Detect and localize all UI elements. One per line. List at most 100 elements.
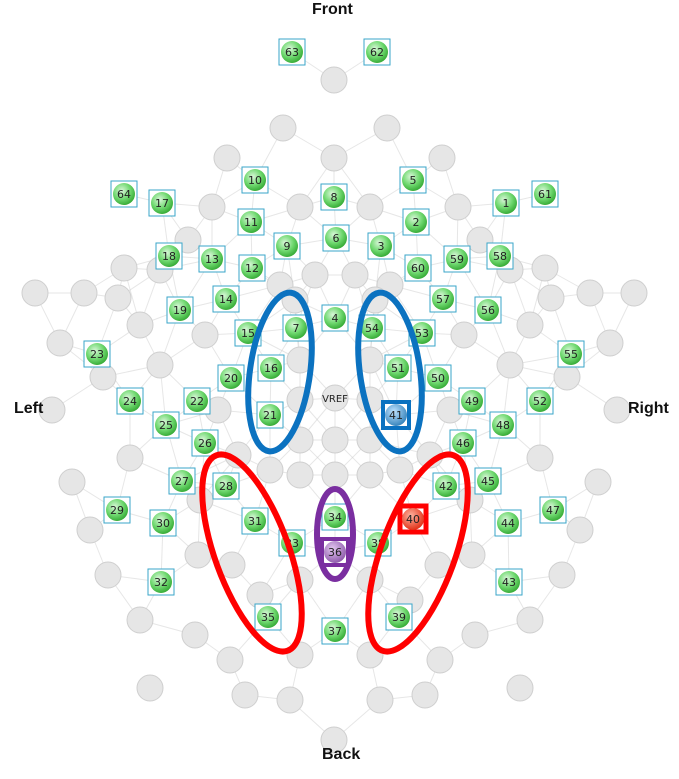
electrode-36: 36 (320, 537, 350, 567)
electrode-dot (150, 571, 172, 593)
electrode-48: 48 (489, 411, 517, 439)
electrode-2: 2 (402, 208, 430, 236)
electrode-label: 28 (219, 480, 233, 493)
electrode-label: 25 (159, 419, 173, 432)
electrode-label: 11 (244, 216, 258, 229)
electrode-1: 1 (492, 189, 520, 217)
sensor-circle (458, 541, 486, 569)
electrode-label: 35 (261, 611, 275, 624)
electrode-16: 16 (257, 354, 285, 382)
electrode-label: 37 (328, 625, 342, 638)
sensor-circle (341, 261, 369, 289)
electrode-dot (119, 390, 141, 412)
electrode-label: 46 (456, 437, 470, 450)
electrode-11: 11 (237, 208, 265, 236)
sensor-circle (301, 261, 329, 289)
electrode-label: 63 (285, 46, 299, 59)
electrode-dot (370, 235, 392, 257)
electrode-dot (361, 317, 383, 339)
electrode-dot (257, 606, 279, 628)
sensor-circle (286, 461, 314, 489)
sensor-circle (566, 516, 594, 544)
electrode-dot (152, 512, 174, 534)
electrode-label: 10 (248, 174, 262, 187)
electrode-24: 24 (116, 387, 144, 415)
sensor-circle (526, 444, 554, 472)
electrode-7: 7 (282, 314, 310, 342)
sensor-circle (126, 606, 154, 634)
electrode-dot (324, 506, 346, 528)
electrode-62: 62 (363, 38, 391, 66)
electrode-22: 22 (183, 387, 211, 415)
electrode-dot (452, 432, 474, 454)
direction-label-back: Back (322, 746, 361, 763)
sensor-circle (531, 254, 559, 282)
electrode-label: VREF (322, 394, 348, 405)
electrode-label: 17 (155, 197, 169, 210)
electrode-dot (323, 186, 345, 208)
electrode-39: 39 (385, 603, 413, 631)
electrode-label: 45 (481, 475, 495, 488)
sensor-circle (269, 114, 297, 142)
sensor-circle (584, 468, 612, 496)
electrode-dot (461, 390, 483, 412)
sensor-circle (146, 351, 174, 379)
electrode-dot (285, 317, 307, 339)
direction-label-front: Front (312, 1, 353, 18)
electrode-dot (435, 475, 457, 497)
sensor-circle (213, 144, 241, 172)
sensor-circle (231, 681, 259, 709)
electrode-dot (387, 357, 409, 379)
electrode-dot (446, 248, 468, 270)
electrode-label: 61 (538, 188, 552, 201)
electrode-label: 41 (389, 409, 403, 422)
electrode-9: 9 (273, 232, 301, 260)
electrode-56: 56 (474, 296, 502, 324)
electrode-dot (240, 211, 262, 233)
electrode-dot (281, 41, 303, 63)
electrode-label: 13 (205, 253, 219, 266)
electrode-dot (385, 404, 407, 426)
sensor-circle (136, 674, 164, 702)
electrode-label: 51 (391, 362, 405, 375)
electrode-dot (155, 414, 177, 436)
direction-label-left: Left (14, 400, 44, 417)
sensor-circle (321, 384, 349, 412)
electrode-dot (542, 499, 564, 521)
sensor-circle (256, 456, 284, 484)
electrode-dot (106, 499, 128, 521)
sensor-circle (576, 279, 604, 307)
electrode-19: 19 (166, 296, 194, 324)
roi-blue-right (355, 289, 425, 455)
electrode-dot (324, 541, 346, 563)
sensor-circle (126, 311, 154, 339)
electrode-54: 54 (358, 314, 386, 342)
sensor-circle (320, 66, 348, 94)
electrode-dot (388, 606, 410, 628)
electrode-label: 3 (378, 240, 385, 253)
electrode-dot (407, 257, 429, 279)
sensor-circle (366, 686, 394, 714)
electrode-label: 60 (411, 262, 425, 275)
sensor-circle (89, 363, 117, 391)
sensor-circle (191, 321, 219, 349)
electrode-dot (86, 343, 108, 365)
sensor-circle (94, 561, 122, 589)
electrode-label: 18 (162, 250, 176, 263)
electrode-10: 10 (241, 166, 269, 194)
sensor-circle (181, 621, 209, 649)
electrode-dot (492, 414, 514, 436)
electrode-dot (220, 367, 242, 389)
electrode-34: 34 (321, 503, 349, 531)
regions-of-interest (199, 289, 471, 655)
electrode-label: 43 (502, 576, 516, 589)
electrode-dot (113, 183, 135, 205)
sensor-circle (216, 646, 244, 674)
sensor-circle (496, 351, 524, 379)
sensor-circle (46, 329, 74, 357)
electrode-dot (495, 192, 517, 214)
electrode-label: 52 (533, 395, 547, 408)
electrode-dot (259, 404, 281, 426)
sensor-circle (198, 193, 226, 221)
